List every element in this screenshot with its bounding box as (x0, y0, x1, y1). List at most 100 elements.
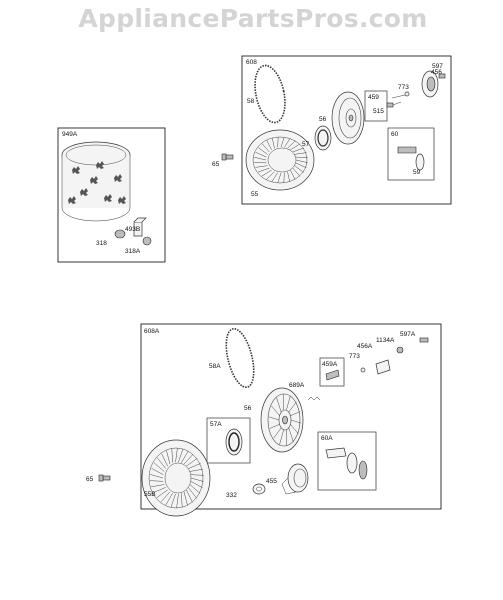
part-773 (391, 91, 410, 99)
housing-fin (178, 448, 184, 463)
filter-texture (104, 194, 112, 202)
housing-fin (284, 138, 291, 148)
label-597A: 597A (400, 331, 416, 338)
assembly-608A-label: 608A (144, 328, 160, 335)
housing-fin (161, 453, 168, 467)
housing-fin (258, 147, 268, 155)
housing-fin (287, 171, 290, 182)
subassembly-459A-label: 459A (322, 361, 338, 368)
label-597: 597 (432, 63, 443, 70)
housing-fin (277, 172, 282, 183)
filter-texture (90, 176, 98, 184)
housing-fin (189, 468, 203, 472)
housing-fin (190, 474, 204, 476)
label-318: 318 (96, 240, 107, 247)
housing-fin (283, 172, 285, 183)
housing-fin (290, 424, 299, 435)
label-456: 456 (431, 69, 442, 76)
assembly-949A-frame (57, 127, 166, 263)
subassembly-57A-frame (206, 417, 251, 464)
housing-fin (151, 468, 164, 475)
label-57: 57 (302, 141, 310, 148)
housing-fin (255, 152, 267, 158)
label-1134A: 1134A (376, 337, 395, 344)
housing-fin (290, 419, 301, 424)
housing-fin (287, 140, 296, 149)
filter-texture (96, 161, 104, 169)
housing-fin (165, 493, 173, 506)
housing-fin (273, 427, 282, 439)
housing-fin (290, 170, 296, 180)
label-689A: 689A (289, 382, 305, 389)
housing-fin (188, 487, 197, 499)
subassembly-60A-frame (317, 431, 377, 491)
label-515: 515 (373, 108, 384, 115)
assembly-608A-frame (140, 323, 442, 510)
filter-texture (72, 166, 80, 174)
assembly-608: 608 459 (212, 55, 452, 205)
assembly-949A-label: 949A (62, 131, 78, 138)
label-65-b: 65 (86, 476, 94, 483)
label-455: 455 (266, 478, 277, 485)
blower-housing-55 (245, 129, 315, 191)
pulley-56 (331, 91, 365, 145)
housing-fin (153, 462, 165, 472)
label-773-b: 773 (349, 353, 360, 360)
housing-fin (186, 458, 198, 467)
housing-fin (290, 411, 301, 416)
washer-332 (252, 483, 266, 495)
housing-fin (271, 405, 280, 416)
housing-fin (266, 171, 275, 180)
subassembly-459-label: 459 (368, 94, 379, 101)
watermark-text: AppliancePartsPros.com (78, 4, 427, 33)
rope-58 (254, 64, 286, 124)
bracket-493B (133, 217, 147, 237)
filter-texture (68, 196, 76, 204)
housing-fin (190, 477, 204, 482)
housing-fin (176, 493, 179, 509)
label-58: 58 (247, 98, 255, 105)
housing-fin (153, 487, 166, 493)
label-55: 55 (251, 191, 259, 198)
housing-fin (171, 448, 173, 463)
housing-fin (186, 489, 193, 503)
subassembly-60A-label: 60A (321, 435, 333, 442)
assembly-608A: 608A 459A (86, 323, 442, 517)
filter-texture (114, 174, 122, 182)
label-65-a: 65 (212, 161, 220, 168)
housing-fin (190, 481, 203, 488)
label-59: 59 (413, 169, 421, 176)
handle-60A (325, 447, 368, 480)
housing-fin (280, 137, 285, 148)
housing-fin (288, 401, 297, 413)
pulley-56-b (260, 387, 304, 453)
part-459A (325, 369, 340, 381)
housing-fin (295, 159, 308, 163)
screw-65-b (98, 474, 111, 482)
housing-fin (272, 138, 275, 149)
part-1134A (396, 346, 404, 354)
spring-57A (225, 428, 243, 456)
subassembly-60-label: 60 (391, 131, 399, 138)
screw-597A (419, 337, 429, 343)
screw-597 (438, 73, 446, 79)
housing-fin (183, 453, 194, 465)
housing-fin (157, 457, 166, 469)
housing-fin (170, 493, 176, 508)
part-773-b (360, 367, 366, 373)
housing-fin (257, 167, 270, 173)
rope-58A (225, 327, 255, 389)
label-318A: 318A (125, 248, 141, 255)
housing-fin (271, 172, 278, 182)
housing-fin (269, 424, 280, 429)
subassembly-60-frame (387, 127, 435, 181)
label-456A: 456A (357, 343, 373, 350)
housing-fin (175, 447, 178, 463)
housing-fin (292, 147, 305, 153)
housing-fin (156, 489, 168, 498)
housing-fin (294, 152, 307, 155)
label-493B: 493B (125, 226, 140, 233)
dog-456A (375, 359, 391, 375)
screw-318A (142, 236, 152, 246)
